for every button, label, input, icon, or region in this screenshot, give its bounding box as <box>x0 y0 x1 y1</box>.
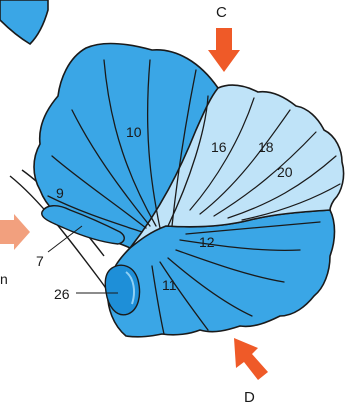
arrow-c <box>208 28 240 72</box>
label-7: 7 <box>36 253 44 269</box>
arrow-d <box>234 338 268 380</box>
label-9: 9 <box>56 185 64 201</box>
label-partial-n: n <box>0 271 8 287</box>
label-12: 12 <box>199 234 215 250</box>
label-26: 26 <box>54 286 70 302</box>
label-16: 16 <box>211 139 227 155</box>
label-arrow-d: D <box>244 389 255 406</box>
label-10: 10 <box>126 124 142 140</box>
label-20: 20 <box>277 164 293 180</box>
arrow-left-partial <box>0 214 30 250</box>
label-18: 18 <box>258 139 274 155</box>
partial-structure-top-left <box>0 0 48 44</box>
leader-7 <box>48 226 82 252</box>
label-arrow-c: C <box>216 4 227 21</box>
label-11: 11 <box>162 277 177 293</box>
